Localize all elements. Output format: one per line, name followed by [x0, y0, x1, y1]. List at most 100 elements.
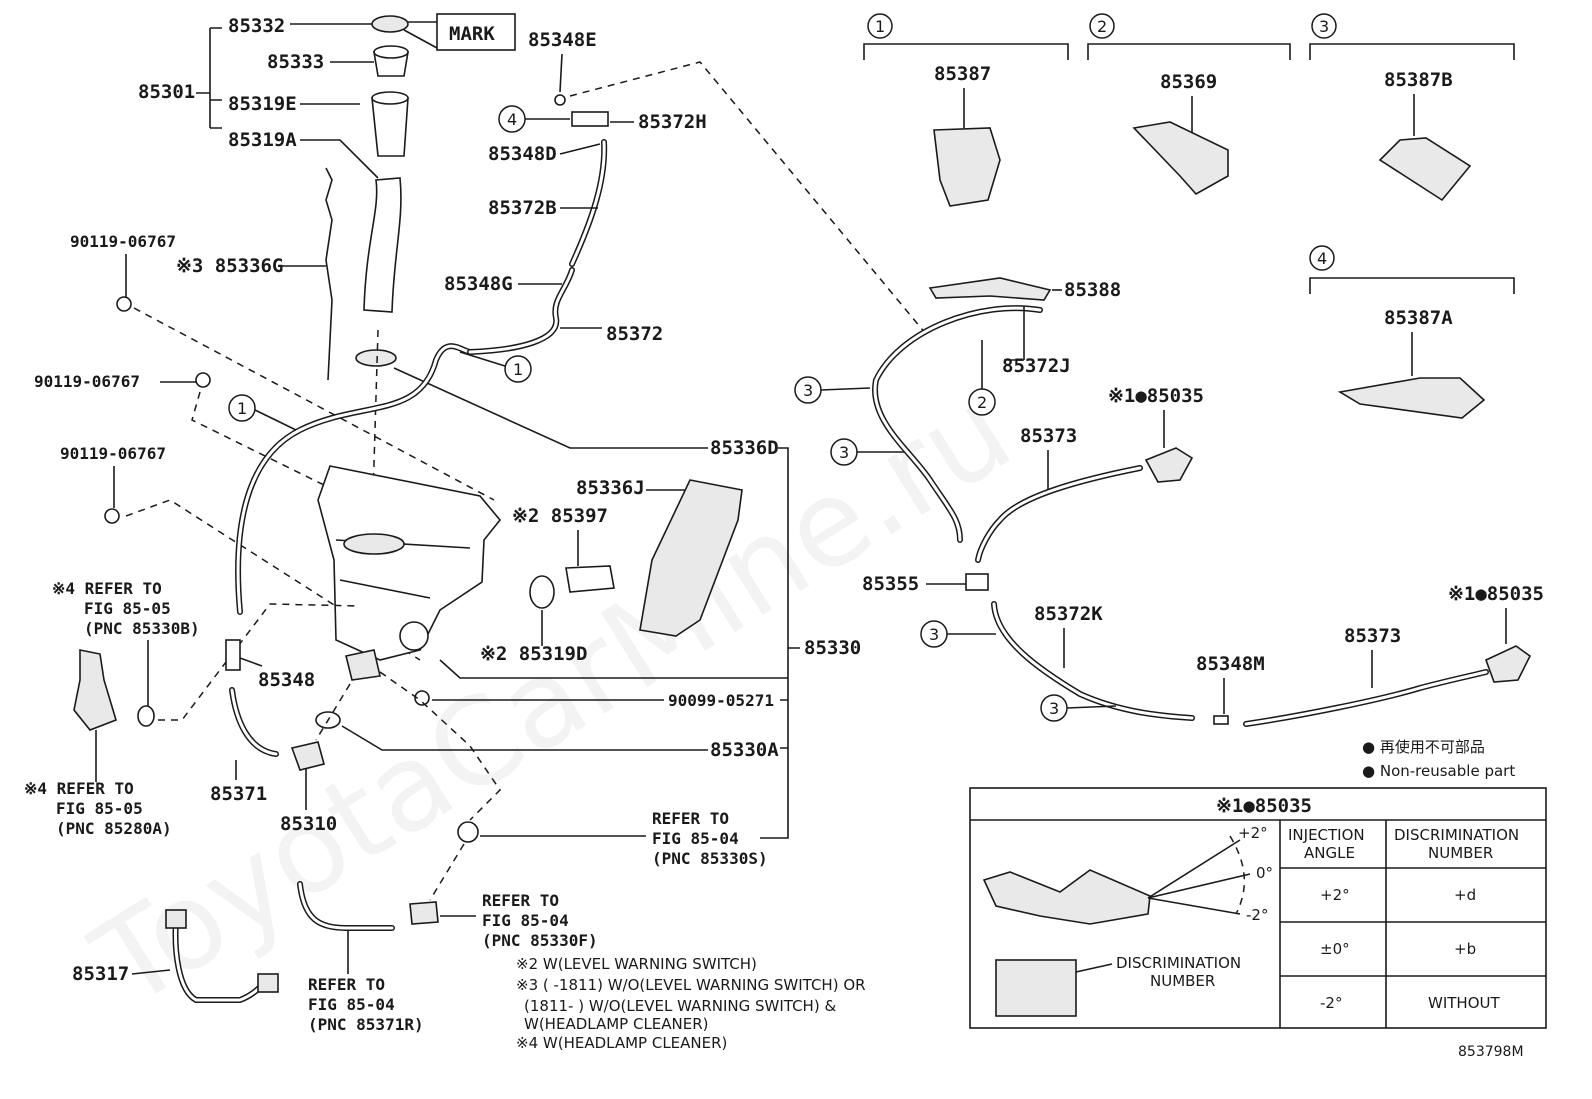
mid-left-labels: 85348E 4 85372H 85348D 85372B 85348G 853… — [228, 29, 927, 431]
left-hoses — [229, 139, 608, 931]
label-85388: 85388 — [1064, 279, 1121, 301]
label-85372J: 85372J — [1002, 355, 1071, 377]
part-85387B — [1378, 137, 1472, 202]
refer4-l1: REFER TO — [482, 891, 559, 910]
hose-85371-in — [230, 688, 278, 756]
label-85035-a: ※1●85035 — [1108, 385, 1204, 407]
label-85355: 85355 — [862, 573, 919, 595]
figure-id: 853798M — [1458, 1044, 1524, 1060]
part-85397 — [565, 565, 615, 593]
part-85319A — [363, 177, 402, 313]
leader-85330A — [341, 725, 708, 751]
mark-box — [436, 13, 516, 51]
label-85336G: ※3 85336G — [176, 255, 283, 277]
bolt-90119-b — [195, 372, 211, 388]
angle-plus: +2° — [1238, 824, 1268, 842]
label-85333: 85333 — [267, 51, 324, 73]
bolts-group: 90119-06767 90119-06767 90119-06767 — [34, 232, 495, 661]
part-85348M — [1213, 715, 1229, 725]
label-85348E: 85348E — [528, 29, 597, 51]
dash-refer3 — [429, 843, 465, 901]
refer3-l3: (PNC 85330S) — [652, 849, 768, 868]
group-4-bracket — [1309, 277, 1515, 294]
part-85310-upper — [345, 649, 381, 681]
table-row2-number: +b — [1454, 940, 1476, 958]
cap-85332 — [371, 15, 409, 33]
table-col2-l2: NUMBER — [1428, 844, 1493, 862]
part-85348E — [554, 94, 566, 106]
table-row1-angle: +2° — [1320, 886, 1350, 904]
label-85348D: 85348D — [488, 143, 557, 165]
legend-en: ● Non-reusable part — [1362, 762, 1515, 780]
refers-left: ※4 REFER TO FIG 85-05 (PNC 85330B) ※4 RE… — [24, 579, 501, 838]
label-85348M: 85348M — [1196, 653, 1265, 675]
nozzle-table: ※1●85035 INJECTION ANGLE DISCRIMINATION … — [969, 787, 1547, 1029]
dash-85348E — [569, 61, 927, 335]
group-3-bracket — [1309, 43, 1515, 60]
refer4-l2: FIG 85-04 — [482, 911, 569, 930]
label-85332: 85332 — [228, 15, 285, 37]
table-row3-angle: -2° — [1320, 994, 1342, 1012]
right-hoses: 85388 85372J 2 3 3 ※1●85035 85373 85355 … — [794, 277, 1544, 727]
part-85387 — [933, 127, 1001, 207]
table-col1-l2: ANGLE — [1304, 844, 1355, 862]
label-85319E: 85319E — [228, 93, 297, 115]
refer4-l3: (PNC 85330F) — [482, 931, 598, 950]
leader-85317 — [131, 969, 171, 975]
callout-2-text: 2 — [977, 393, 987, 412]
label-85035-b: ※1●85035 — [1448, 583, 1544, 605]
hose-85373-a-in — [976, 466, 1142, 562]
disc-label-l1: DISCRIMINATION — [1116, 954, 1241, 972]
refer1-l3: (PNC 85330B) — [84, 619, 200, 638]
hose-85372B — [569, 139, 608, 267]
grommet — [355, 349, 397, 367]
group-2-bracket — [1087, 43, 1291, 60]
part-refer4 — [409, 901, 439, 925]
leader-85348 — [239, 657, 263, 667]
refer1-l1: ※4 REFER TO — [52, 579, 162, 598]
group-3: 3 85387B — [1309, 13, 1515, 202]
dash-85310 — [315, 671, 501, 821]
hose-85372-in — [468, 268, 574, 354]
group-3-num: 3 — [1319, 17, 1329, 36]
bolt-90119-c — [104, 508, 120, 524]
dash-bolt-b — [191, 391, 327, 487]
label-85330A: 85330A — [710, 739, 779, 761]
table-col1-l1: INJECTION — [1288, 826, 1365, 844]
note-3a: ※3 ( -1811) W/O(LEVEL WARNING SWITCH) OR — [516, 976, 866, 994]
label-85317: 85317 — [72, 963, 129, 985]
refer2-l2: FIG 85-05 — [56, 799, 143, 818]
part-90099 — [414, 690, 430, 706]
group-2-part: 85369 — [1160, 71, 1217, 93]
note-2: ※2 W(LEVEL WARNING SWITCH) — [516, 955, 757, 973]
group-2-num: 2 — [1097, 17, 1107, 36]
table-row2-angle: ±0° — [1320, 940, 1350, 958]
filler-neck-group: 85332 85333 85301 85319E 85319A MARK ※3 … — [138, 13, 708, 531]
part-85336J — [639, 479, 743, 637]
table-nozzle — [982, 869, 1151, 925]
table-col2-l1: DISCRIMINATION — [1394, 826, 1519, 844]
group-3-part: 85387B — [1384, 69, 1453, 91]
leader-85336D-grommet — [393, 367, 708, 449]
refer5-l2: FIG 85-04 — [308, 995, 395, 1014]
label-85373-b: 85373 — [1344, 625, 1401, 647]
group-1-circle — [867, 13, 893, 39]
reservoir-tank — [317, 465, 502, 661]
callout-4-text: 4 — [507, 110, 517, 129]
tank-port — [399, 621, 429, 651]
label-90099: 90099-05271 — [668, 691, 774, 710]
part-85319E — [371, 97, 409, 157]
group-1-part: 85387 — [934, 63, 991, 85]
tank-body — [317, 465, 502, 661]
table-row1-number: +d — [1454, 886, 1476, 904]
nozzle-85035-b — [1484, 645, 1532, 683]
callout-3d-text: 3 — [1049, 699, 1059, 718]
label-85372: 85372 — [606, 323, 663, 345]
hose-85373-b-in — [1244, 670, 1488, 726]
group-4-num: 4 — [1317, 249, 1327, 268]
mark-leader — [403, 21, 438, 49]
group-2: 2 85369 — [1087, 13, 1291, 196]
label-85348: 85348 — [258, 669, 315, 691]
tank-neck — [343, 533, 405, 555]
